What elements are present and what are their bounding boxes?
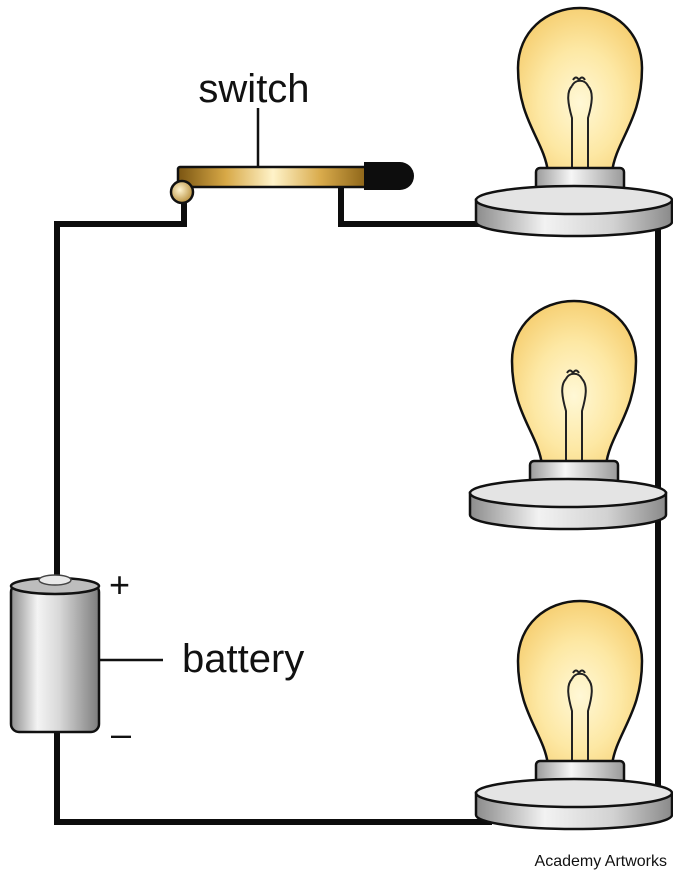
circuit-wires bbox=[54, 186, 661, 825]
credit-text: Academy Artworks bbox=[535, 853, 667, 870]
bulbs bbox=[468, 6, 673, 831]
bulb-filament bbox=[567, 669, 593, 765]
positive-terminal-label: + bbox=[109, 564, 130, 605]
battery-terminal bbox=[38, 574, 72, 586]
switch: switch bbox=[169, 67, 414, 205]
bulb bbox=[468, 299, 668, 531]
negative-terminal-label: – bbox=[111, 713, 131, 754]
bulb-base-top bbox=[468, 477, 668, 509]
battery-body bbox=[9, 582, 101, 734]
wire-left bbox=[54, 198, 187, 576]
bulb-base-top bbox=[474, 777, 673, 809]
bulb bbox=[474, 6, 673, 238]
switch-lever bbox=[176, 165, 370, 189]
bulb-base-top bbox=[474, 184, 673, 216]
switch-label: switch bbox=[198, 67, 309, 111]
wire-switch-to-bulb bbox=[338, 186, 492, 227]
wire-bottom bbox=[54, 730, 492, 825]
bulb-filament bbox=[561, 369, 587, 465]
bulb-glass bbox=[516, 599, 644, 767]
bulb bbox=[474, 599, 673, 831]
bulb-glass bbox=[516, 6, 644, 174]
switch-handle bbox=[364, 162, 414, 190]
battery-label: battery bbox=[182, 637, 304, 681]
bulb-glass bbox=[510, 299, 638, 467]
bulb-filament bbox=[567, 76, 593, 172]
switch-pivot bbox=[169, 179, 195, 205]
battery: battery + – bbox=[9, 564, 304, 754]
